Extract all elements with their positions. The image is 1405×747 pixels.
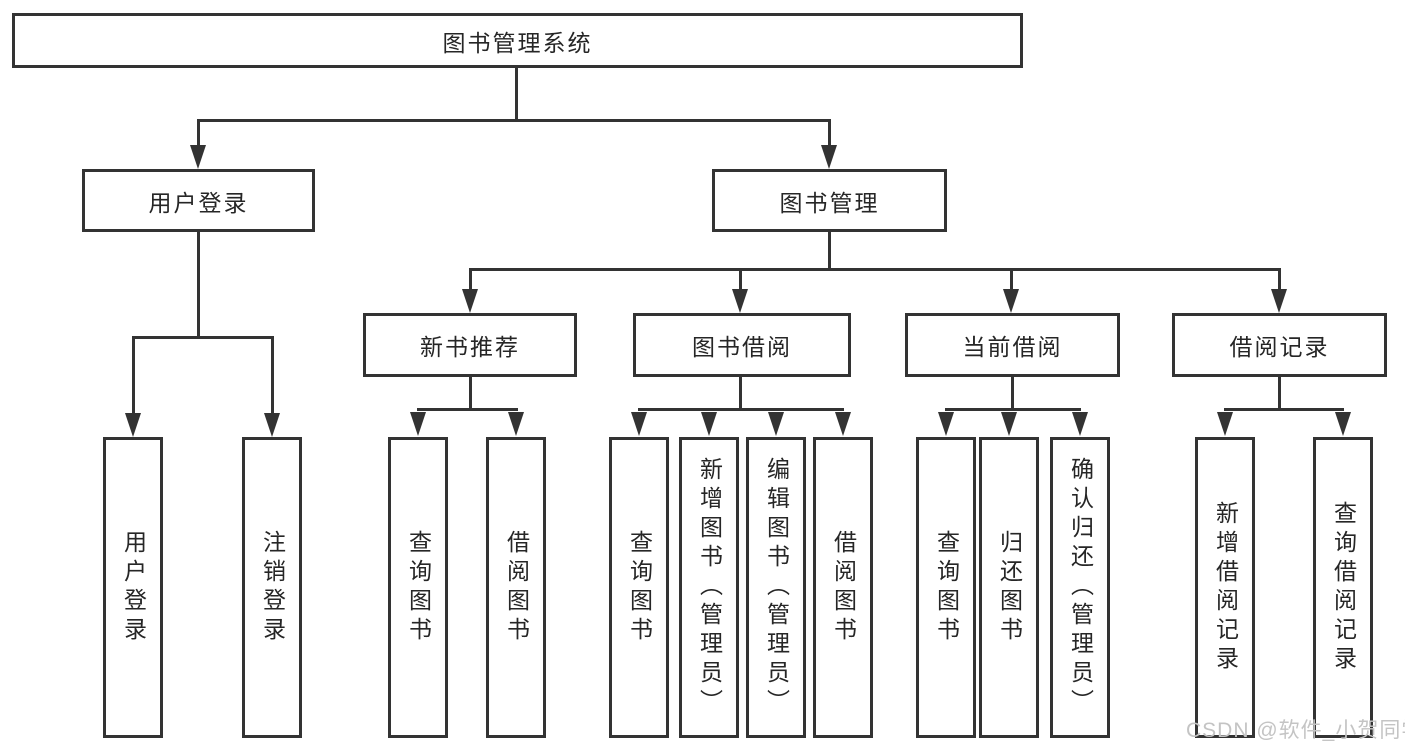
leaf-bb-query-books: 查询图书 bbox=[609, 437, 669, 738]
connector-user-login-drop-1 bbox=[132, 336, 135, 413]
leaf-bb-edit-books-admin: 编辑图书（管理员） bbox=[746, 437, 806, 738]
arrow-to-bb-edit bbox=[768, 412, 784, 436]
node-label: 新书推荐 bbox=[420, 334, 520, 360]
leaf-label: 借阅图书 bbox=[503, 529, 530, 646]
connector-cb-bar bbox=[945, 408, 1081, 411]
leaf-label: 新增借阅记录 bbox=[1212, 500, 1239, 675]
arrow-to-leaf-user-login bbox=[125, 413, 141, 437]
arrow-to-book-borrowing bbox=[732, 289, 748, 313]
connector-book-mgmt-drop-4 bbox=[1278, 268, 1281, 292]
arrow-to-nb-borrow bbox=[508, 412, 524, 436]
connector-user-login-drop-2 bbox=[271, 336, 274, 413]
node-label: 借阅记录 bbox=[1229, 334, 1330, 360]
connector-root-drop-left bbox=[197, 119, 200, 148]
arrow-to-br-query bbox=[1335, 412, 1351, 436]
connector-book-mgmt-drop-2 bbox=[739, 268, 742, 292]
leaf-nb-query-books: 查询图书 bbox=[388, 437, 448, 738]
arrow-to-cb-confirm bbox=[1072, 412, 1088, 436]
node-book-borrowing: 图书借阅 bbox=[633, 313, 851, 377]
connector-user-login-bar bbox=[132, 336, 274, 339]
leaf-nb-borrow-books: 借阅图书 bbox=[486, 437, 546, 738]
node-label: 用户登录 bbox=[148, 189, 249, 216]
leaf-label: 查询图书 bbox=[933, 529, 960, 646]
arrow-to-bb-add bbox=[701, 412, 717, 436]
arrow-to-bb-query bbox=[631, 412, 647, 436]
arrow-to-cb-query bbox=[938, 412, 954, 436]
connector-root-stem bbox=[515, 68, 518, 119]
leaf-label: 查询图书 bbox=[405, 529, 432, 646]
node-new-book-recommend: 新书推荐 bbox=[363, 313, 577, 377]
node-current-borrowing: 当前借阅 bbox=[905, 313, 1120, 377]
leaf-label: 确认归还（管理员） bbox=[1067, 457, 1094, 718]
node-label: 图书管理系统 bbox=[442, 29, 593, 56]
connector-book-mgmt-stem bbox=[828, 232, 831, 270]
leaf-label: 新增图书（管理员） bbox=[696, 457, 723, 718]
leaf-label: 查询借阅记录 bbox=[1330, 500, 1357, 675]
leaf-cb-return-books: 归还图书 bbox=[979, 437, 1039, 738]
node-label: 当前借阅 bbox=[962, 334, 1063, 360]
node-borrowing-records: 借阅记录 bbox=[1172, 313, 1387, 377]
arrow-to-br-add bbox=[1217, 412, 1233, 436]
arrow-to-bb-borrow bbox=[835, 412, 851, 436]
connector-br-stem bbox=[1278, 377, 1281, 410]
arrow-to-leaf-logout bbox=[264, 413, 280, 437]
node-label: 图书借阅 bbox=[692, 334, 792, 360]
leaf-bb-borrow-books: 借阅图书 bbox=[813, 437, 873, 738]
node-library-management-system: 图书管理系统 bbox=[12, 13, 1023, 68]
connector-bb-bar bbox=[638, 408, 844, 411]
leaf-logout: 注销登录 bbox=[242, 437, 302, 738]
connector-book-mgmt-drop-1 bbox=[469, 268, 472, 292]
connector-bb-stem bbox=[739, 377, 742, 410]
arrow-to-book-management bbox=[821, 145, 837, 169]
connector-root-drop-right bbox=[828, 119, 831, 148]
leaf-cb-confirm-return-admin: 确认归还（管理员） bbox=[1050, 437, 1110, 738]
leaf-label: 编辑图书（管理员） bbox=[763, 457, 790, 718]
leaf-bb-add-books-admin: 新增图书（管理员） bbox=[679, 437, 739, 738]
leaf-label: 归还图书 bbox=[996, 529, 1023, 646]
leaf-br-add-record: 新增借阅记录 bbox=[1195, 437, 1255, 738]
arrow-to-user-login bbox=[190, 145, 206, 169]
csdn-watermark: CSDN @软件_小贺同学 bbox=[1186, 719, 1405, 742]
connector-nb-stem bbox=[469, 377, 472, 410]
leaf-user-login: 用户登录 bbox=[103, 437, 163, 738]
node-label: 图书管理 bbox=[779, 189, 880, 216]
connector-nb-bar bbox=[417, 408, 518, 411]
arrow-to-nb-query bbox=[410, 412, 426, 436]
connector-book-mgmt-bar bbox=[469, 268, 1281, 271]
leaf-label: 注销登录 bbox=[259, 529, 286, 646]
connector-user-login-stem bbox=[197, 232, 200, 338]
leaf-label: 借阅图书 bbox=[830, 529, 857, 646]
connector-root-bar bbox=[197, 119, 831, 122]
connector-book-mgmt-drop-3 bbox=[1010, 268, 1013, 292]
arrow-to-new-book-recommend bbox=[462, 289, 478, 313]
node-book-management: 图书管理 bbox=[712, 169, 947, 232]
connector-cb-stem bbox=[1011, 377, 1014, 410]
leaf-cb-query-books: 查询图书 bbox=[916, 437, 976, 738]
leaf-br-query-record: 查询借阅记录 bbox=[1313, 437, 1373, 738]
arrow-to-cb-return bbox=[1001, 412, 1017, 436]
node-user-login: 用户登录 bbox=[82, 169, 315, 232]
arrow-to-borrowing-records bbox=[1271, 289, 1287, 313]
connector-br-bar bbox=[1224, 408, 1344, 411]
arrow-to-current-borrowing bbox=[1003, 289, 1019, 313]
leaf-label: 用户登录 bbox=[120, 529, 147, 646]
leaf-label: 查询图书 bbox=[626, 529, 653, 646]
